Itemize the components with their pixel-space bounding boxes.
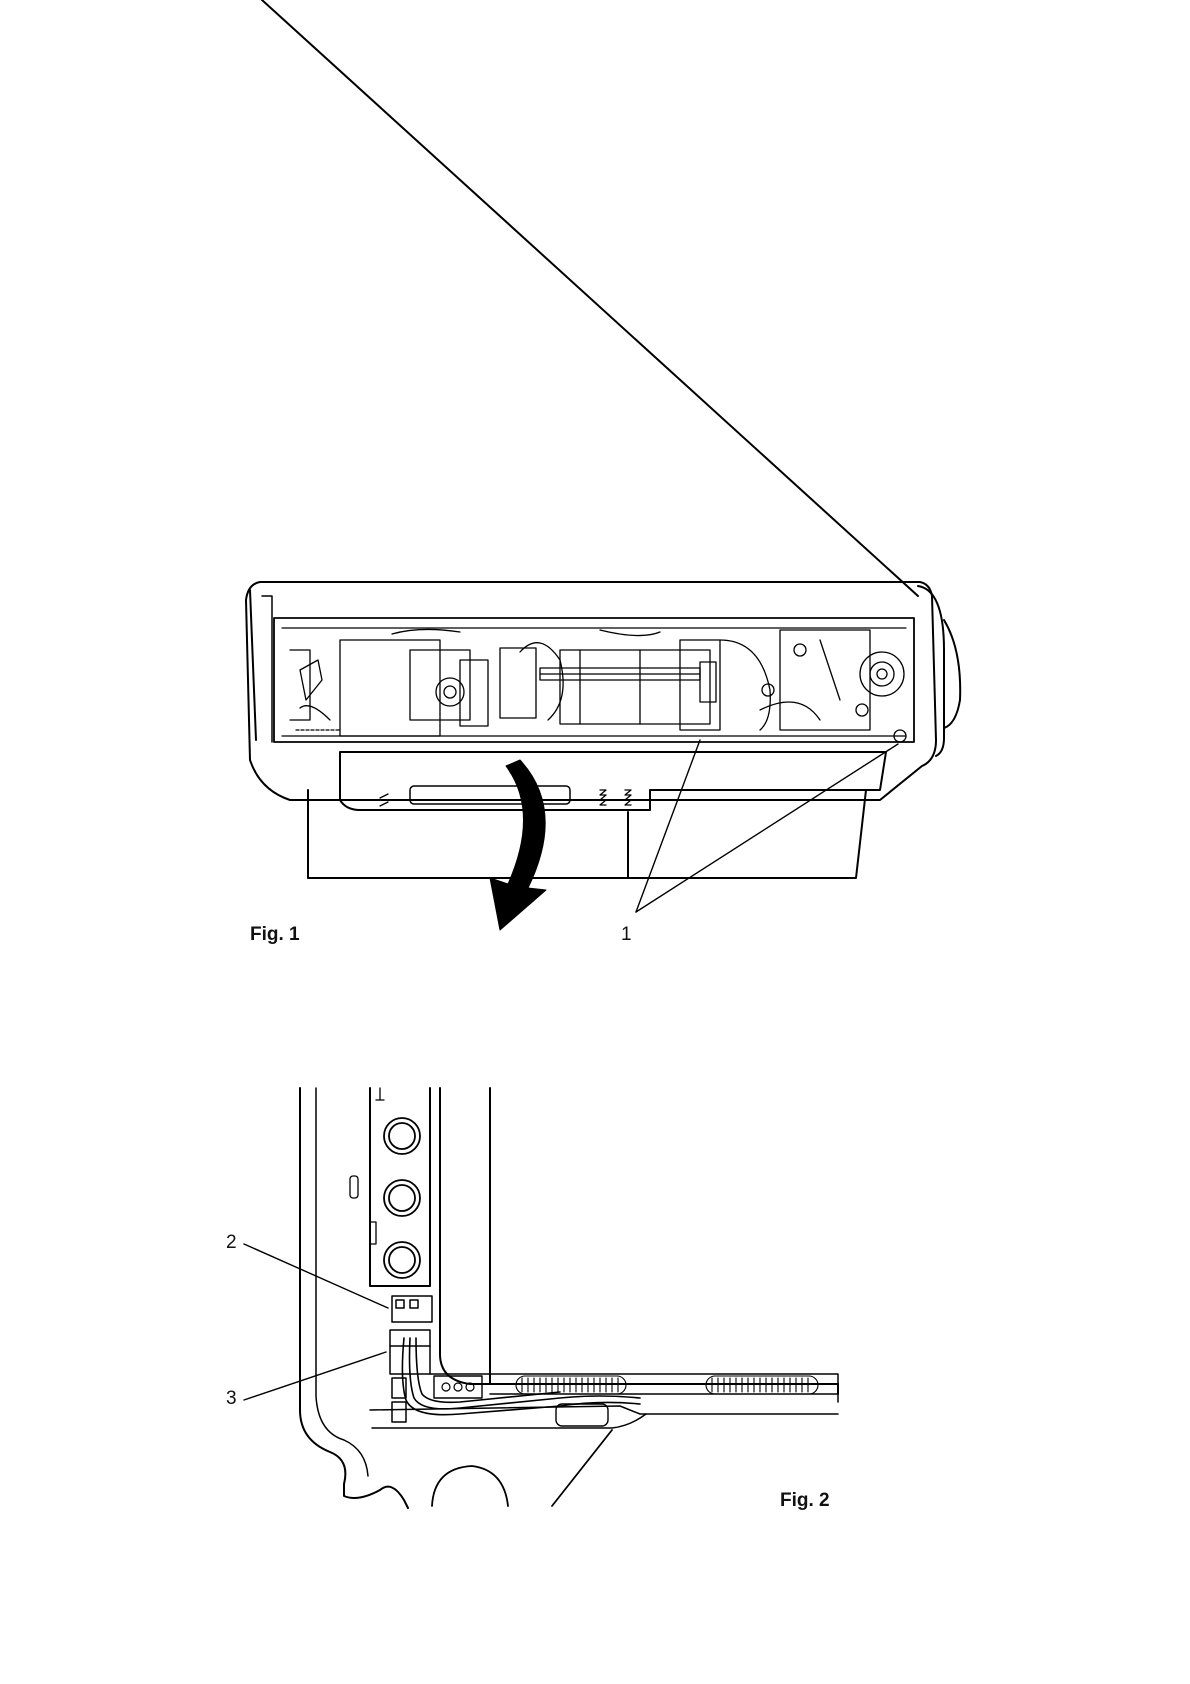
callout-3: 3 bbox=[226, 1388, 237, 1410]
door-frame bbox=[440, 1088, 490, 1384]
callout-3-leader bbox=[244, 1352, 386, 1400]
callout-2: 2 bbox=[226, 1232, 237, 1254]
control-knobs bbox=[384, 1118, 420, 1278]
figure-2-caption: Fig. 2 bbox=[780, 1490, 830, 1512]
connector-2 bbox=[392, 1296, 432, 1322]
